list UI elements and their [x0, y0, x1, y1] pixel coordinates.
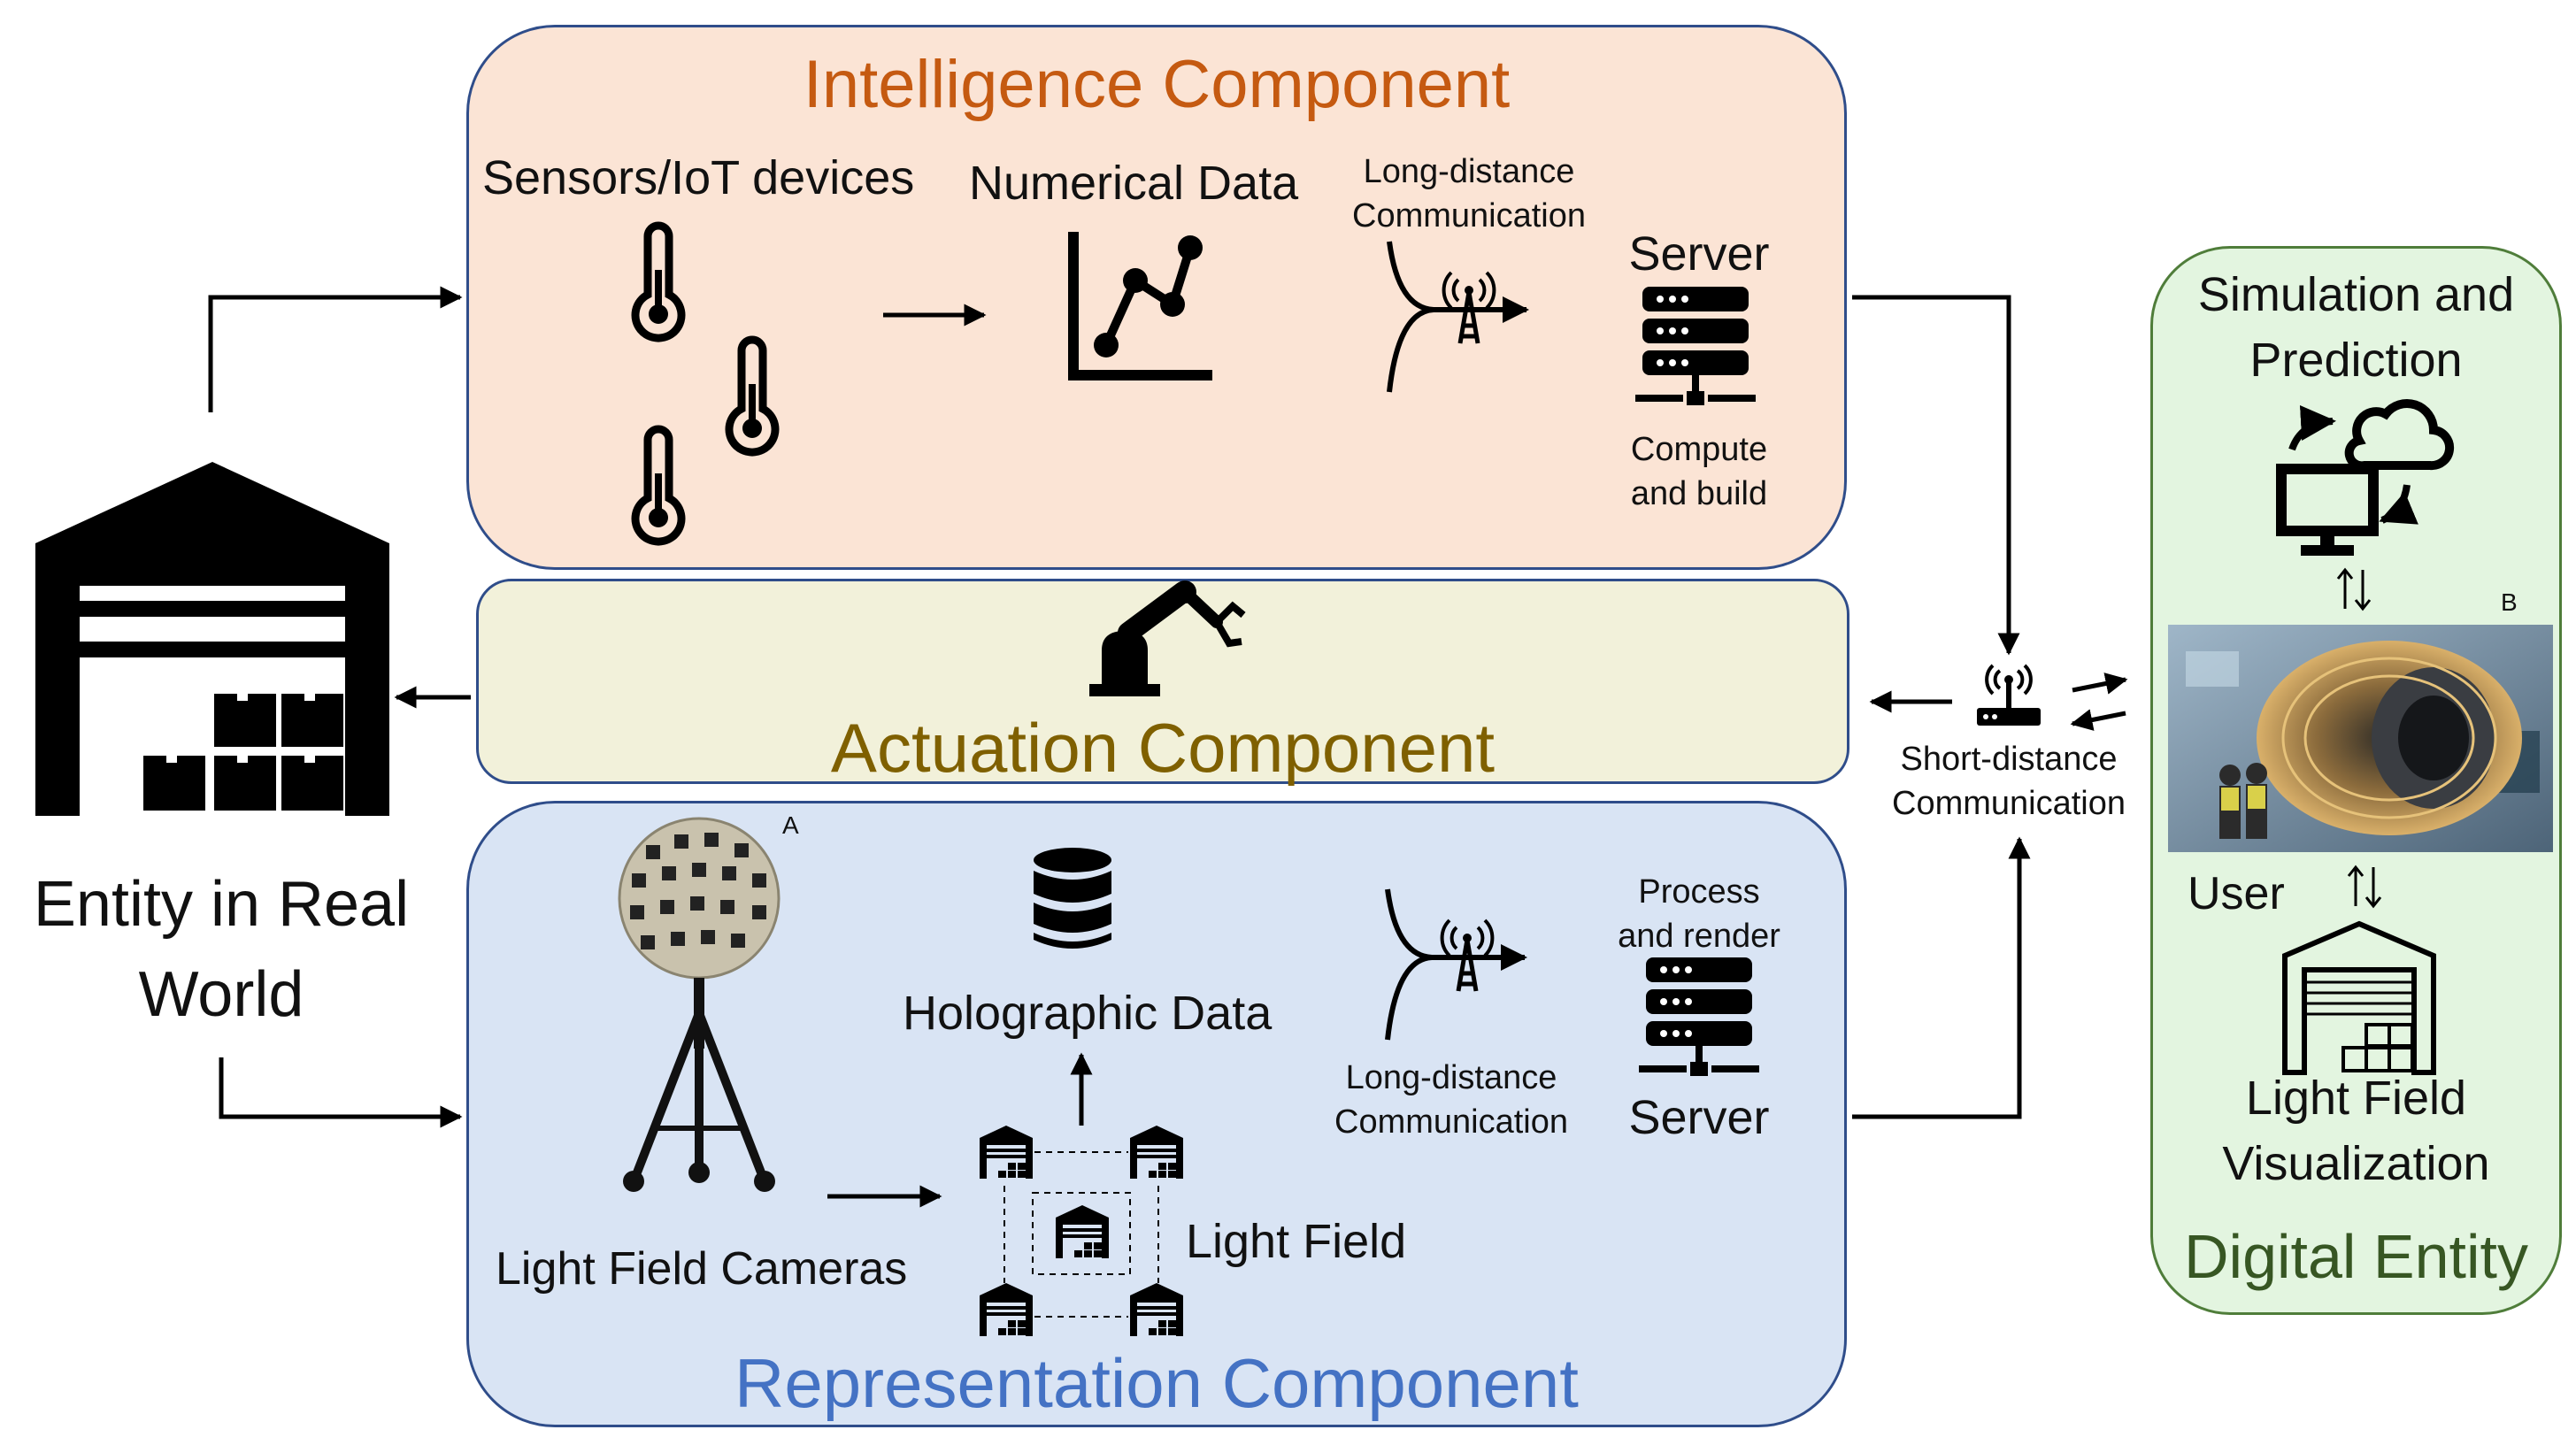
user-label: User: [2188, 868, 2285, 919]
sensors-label: Sensors/IoT devices: [482, 151, 915, 204]
process-label-1: Process: [1638, 873, 1760, 911]
arrow-repr-to-router: [1852, 836, 2031, 1119]
light-field-label: Light Field: [1186, 1215, 1407, 1268]
short-comm-label-1: Short-distance: [1900, 741, 2118, 778]
server-icon: [1635, 287, 1756, 405]
compute-label-1: Compute: [1630, 431, 1768, 468]
repr-comm-label-1: Long-distance: [1345, 1059, 1557, 1096]
numerical-data-label: Numerical Data: [969, 157, 1299, 210]
arrow-to-representation: [219, 1057, 463, 1128]
intel-comm-label-1: Long-distance: [1363, 153, 1575, 190]
arrow-router-to-digital: [2072, 673, 2128, 695]
warehouse-outline-icon: [2282, 920, 2436, 1075]
database-icon: [1034, 848, 1111, 949]
image-tag: B: [2501, 588, 2518, 616]
line-chart-icon: [1068, 232, 1212, 380]
intel-server-label: Server: [1628, 227, 1770, 281]
arrow-server-to-router: [1852, 295, 2020, 656]
process-label-2: and render: [1618, 918, 1780, 955]
thermometer-icon: [725, 335, 780, 457]
actuation-title: Actuation Component: [830, 709, 1496, 787]
updown-arrows-icon: [2347, 865, 2382, 909]
simulation-label-1: Simulation and: [2197, 268, 2515, 321]
real-world-label-2: World: [138, 959, 304, 1030]
light-field-grid: [980, 1126, 1183, 1336]
digital-entity-title: Digital Entity: [2183, 1222, 2529, 1291]
monitor-cloud-icon: [2276, 399, 2455, 556]
thermometer-icon: [631, 221, 686, 342]
arrow-digital-to-router: [2070, 709, 2126, 731]
viz-label-1: Light Field: [2245, 1072, 2467, 1125]
compute-label-2: and build: [1630, 475, 1768, 512]
router-icon: [1977, 664, 2041, 726]
simulation-label-2: Prediction: [2249, 334, 2463, 387]
holographic-data-label: Holographic Data: [903, 987, 1273, 1040]
antenna-tower-icon: [1385, 888, 1527, 1041]
repr-comm-label-2: Communication: [1334, 1103, 1568, 1141]
intelligence-title: Intelligence Component: [803, 47, 1511, 122]
representation-title: Representation Component: [734, 1344, 1579, 1422]
warehouse-icon: [35, 462, 389, 816]
intel-comm-label-2: Communication: [1352, 197, 1586, 234]
short-comm-label-2: Communication: [1892, 785, 2126, 822]
arrow-to-intelligence: [208, 286, 463, 412]
viz-label-2: Visualization: [2222, 1137, 2490, 1190]
thermometer-icon: [631, 425, 686, 546]
server-icon: [1639, 957, 1759, 1076]
real-world-label-1: Entity in Real: [33, 869, 410, 940]
camera-tag: A: [782, 811, 799, 839]
camera-rig-icon: [618, 817, 780, 1192]
robot-arm-icon: [1089, 580, 1246, 696]
antenna-tower-icon: [1387, 241, 1529, 393]
engine-hologram-image: [2168, 625, 2553, 852]
repr-server-label: Server: [1628, 1091, 1770, 1144]
light-field-cameras-label: Light Field Cameras: [496, 1243, 908, 1295]
updown-arrows-icon: [2336, 567, 2372, 611]
